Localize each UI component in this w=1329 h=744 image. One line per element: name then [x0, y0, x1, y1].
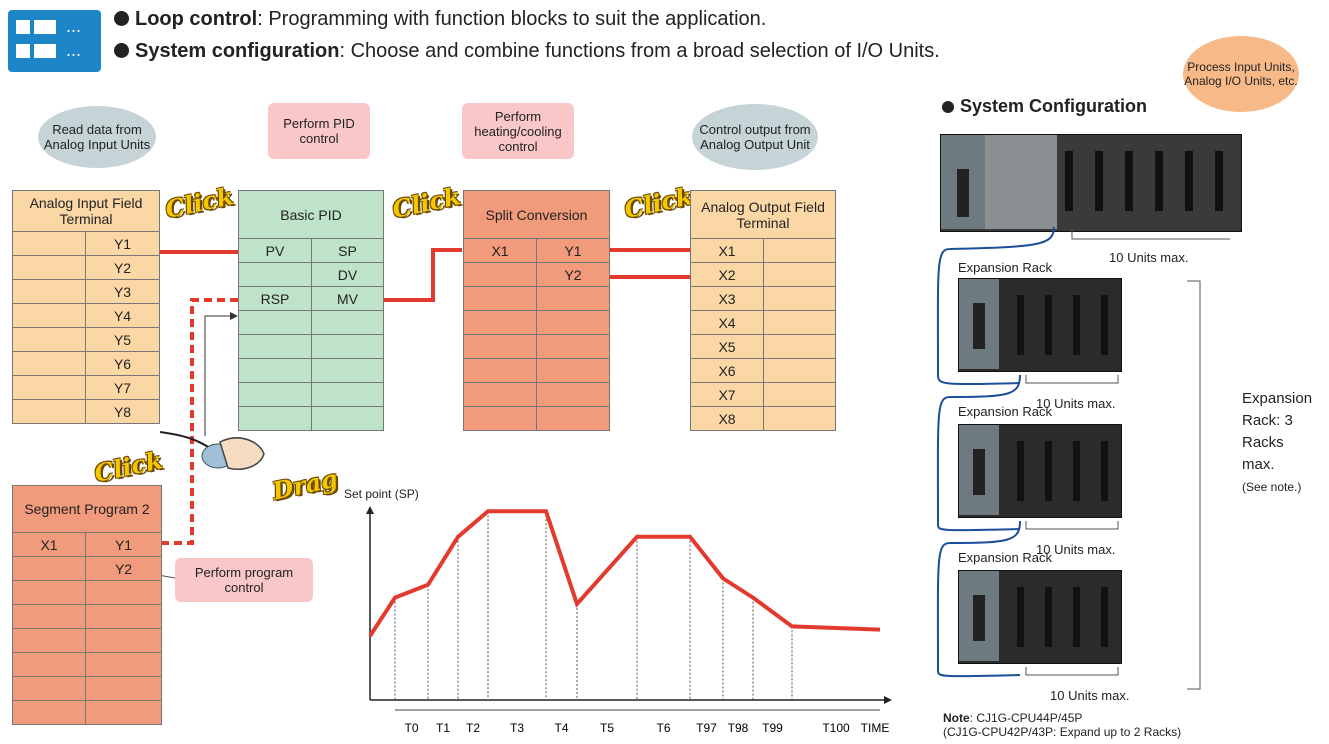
rack-connections	[936, 226, 1230, 690]
terminal-cell[interactable]: Y4	[85, 303, 160, 328]
time-tick-label: T5	[600, 721, 614, 735]
split-callout: Perform heating/cooling control	[462, 103, 574, 159]
units-max-label: 10 Units max.	[1036, 542, 1116, 557]
expansion-rack-label: Expansion Rack	[958, 550, 1052, 565]
pid-callout: Perform PID control	[268, 103, 370, 159]
time-tick-label: T1	[436, 721, 450, 735]
terminal-cell[interactable]: Y6	[85, 351, 160, 376]
terminal-cell[interactable]: X1	[12, 532, 86, 557]
expansion-rack-label: Expansion Rack	[958, 260, 1052, 275]
terminal-cell[interactable]: X8	[690, 406, 764, 431]
setpoint-series	[368, 509, 881, 638]
terminal-cell[interactable]: X3	[690, 286, 764, 311]
chart-ylabel: Set point (SP)	[344, 487, 419, 501]
system-config-title: System Configuration	[942, 96, 1147, 117]
expansion-rack-1	[958, 278, 1122, 372]
time-tick-label: T6	[656, 721, 670, 735]
block-title: Analog Input Field Terminal	[12, 190, 160, 232]
time-tick-label: T4	[554, 721, 568, 735]
time-tick-label: T99	[762, 721, 783, 735]
setpoint-chart: Set point (SP) T0 T1 T2 T3 T4 T5 T6 T97 T98 T99 T1…	[344, 487, 892, 735]
expansion-rack-3	[958, 570, 1122, 664]
terminal-cell[interactable]: Y7	[85, 375, 160, 400]
block-title: Basic PID	[238, 190, 384, 239]
terminal-cell[interactable]: MV	[311, 286, 384, 311]
time-tick-label: T97	[696, 721, 717, 735]
block-title: Analog Output Field Terminal	[690, 190, 836, 239]
svg-text:...: ...	[66, 40, 81, 60]
terminal-cell[interactable]: X1	[463, 238, 537, 263]
terminal-cell[interactable]: Y2	[85, 255, 160, 280]
header-loop-control: Loop control: Programming with function …	[114, 8, 766, 31]
terminal-cell[interactable]: PV	[238, 238, 312, 263]
terminal-cell[interactable]: Y3	[85, 279, 160, 304]
terminal-cell[interactable]: SP	[311, 238, 384, 263]
terminal-cell[interactable]: Y5	[85, 327, 160, 352]
racks-max-note: Expansion Rack: 3 Racks max. (See note.)	[1242, 390, 1313, 494]
analog-input-block[interactable]: Analog Input Field Terminal Y1 Y2 Y3 Y4 …	[12, 190, 160, 424]
terminal-cell[interactable]: Y2	[85, 556, 162, 581]
time-tick-label: T0	[404, 721, 418, 735]
header-system-config: System configuration: Choose and combine…	[114, 40, 940, 63]
units-max-label: 10 Units max.	[1036, 396, 1116, 411]
terminal-cell[interactable]: Y1	[536, 238, 610, 263]
program-callout: Perform program control	[175, 558, 313, 602]
terminal-cell[interactable]: DV	[311, 262, 384, 287]
analog-output-block[interactable]: Analog Output Field Terminal X1 X2 X3 X4…	[690, 190, 836, 431]
function-block-icon: ... ...	[8, 10, 101, 72]
terminal-cell[interactable]: Y8	[85, 399, 160, 424]
block-title: Split Conversion	[463, 190, 610, 239]
terminal-cell[interactable]: Y2	[536, 262, 610, 287]
time-tick-label: T100	[822, 721, 850, 735]
cpu-rack	[940, 134, 1242, 232]
units-max-label: 10 Units max.	[1050, 688, 1130, 703]
terminal-cell[interactable]: X7	[690, 382, 764, 407]
time-tick-label: T3	[510, 721, 524, 735]
terminal-cell[interactable]: Y1	[85, 532, 162, 557]
expansion-rack-label: Expansion Rack	[958, 404, 1052, 419]
units-max-label: 10 Units max.	[1109, 250, 1189, 265]
terminal-cell[interactable]: RSP	[238, 286, 312, 311]
read-data-callout: Read data from Analog Input Units	[38, 106, 156, 168]
terminal-cell[interactable]: X6	[690, 358, 764, 383]
block-title: Segment Program 2	[12, 485, 162, 533]
mouse-hand-icon	[160, 431, 265, 470]
output-callout: Control output from Analog Output Unit	[692, 104, 818, 170]
time-tick-label: T2	[466, 721, 480, 735]
time-axis-label: TIME	[861, 721, 890, 735]
footnote: Note: CJ1G-CPU44P/45P (CJ1G-CPU42P/43P: …	[943, 711, 1182, 739]
expansion-rack-2	[958, 424, 1122, 518]
terminal-cell[interactable]: X2	[690, 262, 764, 287]
terminal-cell[interactable]: X1	[690, 238, 764, 263]
terminal-cell[interactable]: X5	[690, 334, 764, 359]
terminal-cell[interactable]: Y1	[85, 231, 160, 256]
time-tick-label: T98	[728, 721, 749, 735]
svg-text:...: ...	[66, 16, 81, 36]
terminal-cell[interactable]: X4	[690, 310, 764, 335]
process-input-callout: Process Input Units, Analog I/O Units, e…	[1183, 36, 1299, 112]
